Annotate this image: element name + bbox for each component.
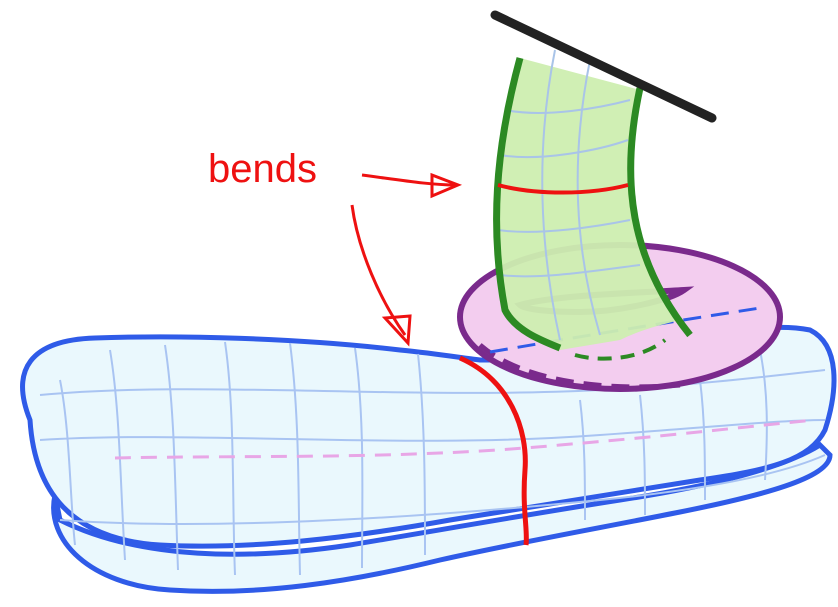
tube-fill bbox=[497, 58, 680, 350]
bends-annotation: bends bbox=[208, 147, 458, 343]
bends-label: bends bbox=[208, 147, 317, 191]
arrow-to-blob bbox=[352, 205, 405, 335]
arrow-to-blob-head bbox=[385, 316, 410, 343]
